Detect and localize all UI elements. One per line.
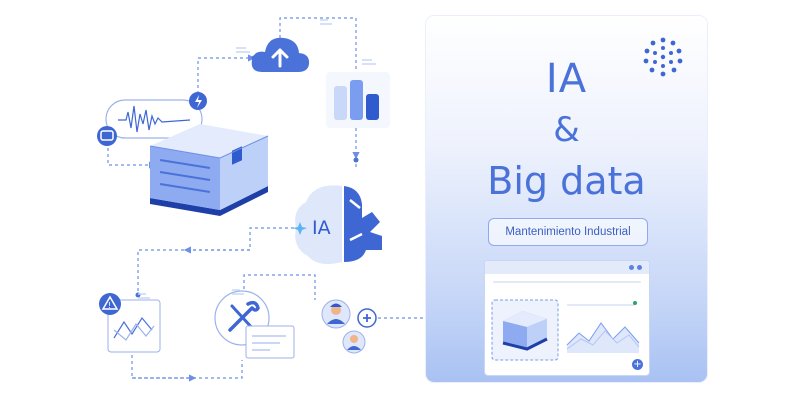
- dashboard-topbar: [485, 261, 649, 274]
- cloud-upload-icon: [251, 37, 310, 72]
- trend-chart: [565, 299, 643, 353]
- panel-title-big-data: Big data: [487, 159, 646, 203]
- brain-gear-icon: IA: [293, 185, 382, 264]
- dashboard-preview: +: [484, 260, 650, 376]
- decor-dashes: [138, 19, 376, 299]
- plus-icon: [357, 308, 377, 328]
- user-icon: [321, 299, 366, 354]
- ai-label: IA: [312, 217, 331, 239]
- warning-icon: !: [99, 293, 121, 315]
- warning-symbol: !: [108, 301, 111, 310]
- panel-title-ia: IA: [545, 56, 588, 102]
- device-icon: [97, 126, 117, 146]
- panel-title-amp: &: [553, 110, 580, 150]
- window-dot: [629, 265, 634, 270]
- industrial-maintenance-badge: Mantenimiento Industrial: [488, 218, 648, 246]
- alert-chart-card: [107, 299, 161, 353]
- dashboard-divider: [493, 281, 641, 283]
- machine-thumbnail: [491, 299, 559, 361]
- dot-grid-logo-icon: [643, 37, 683, 77]
- lightning-icon: [189, 92, 207, 110]
- window-dot: [637, 265, 642, 270]
- report-document: [245, 325, 295, 359]
- info-panel: IA & Big data Mantenimiento Industrial: [426, 16, 707, 382]
- database-icon: [326, 72, 390, 128]
- signal-monitor: [105, 99, 203, 139]
- industrial-machine: [149, 124, 269, 216]
- add-widget-icon: +: [632, 359, 643, 370]
